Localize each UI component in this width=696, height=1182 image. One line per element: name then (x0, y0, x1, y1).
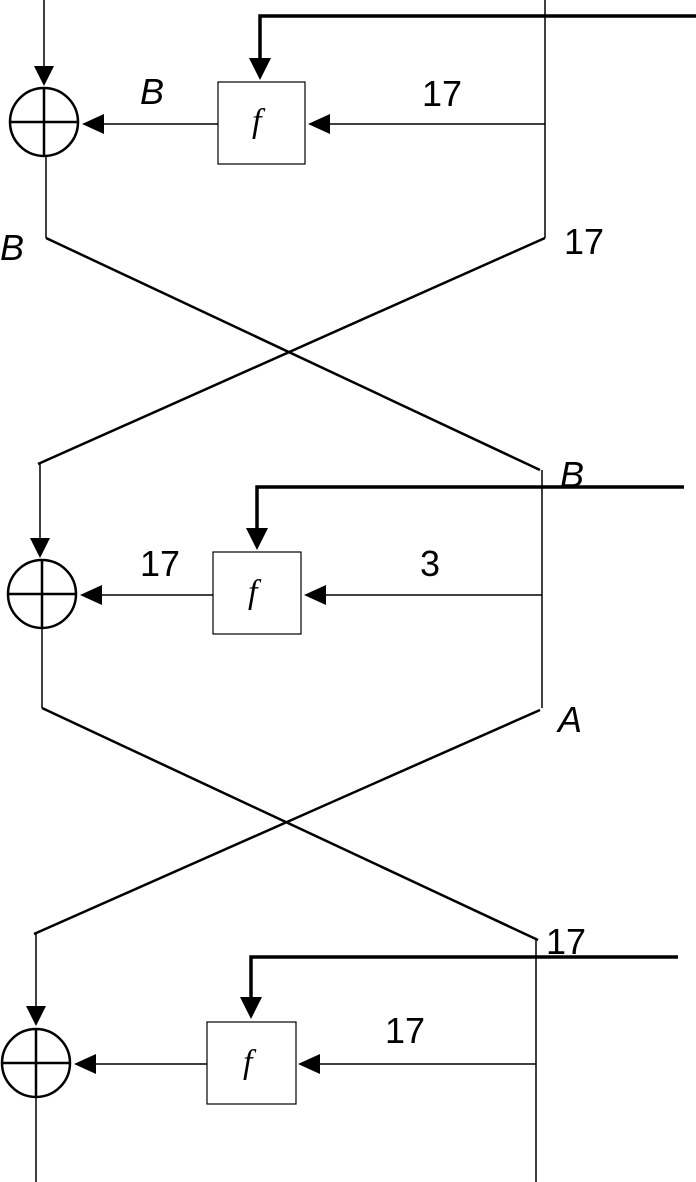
round-3-xor-input-arrow (26, 1006, 46, 1026)
round-2-cross-line-a (41, 706, 539, 942)
round-2-input-label: 3 (420, 543, 440, 584)
round-3-f-box (206, 1021, 297, 1105)
round-1-left-out-label: B (0, 227, 24, 268)
round-2-left-in-label: B (560, 454, 584, 495)
round-1-key-arrow (249, 58, 271, 80)
round-2-xor-input-arrow (30, 538, 50, 558)
round-1-f-box (217, 81, 306, 165)
round-2-output-label: 17 (140, 543, 180, 584)
round-2-key-line (255, 485, 684, 530)
round-1-cross-line-a (45, 236, 541, 472)
round-2-f-output-arrow (80, 585, 102, 605)
round-2-cross-line-b (33, 708, 541, 936)
round-2-right-out-label: A (556, 699, 582, 740)
round-2-xor-icon (6, 558, 78, 630)
round-3-xor-icon (0, 1027, 72, 1099)
round-1-output-label: B (140, 71, 164, 112)
round-3-f-output-arrow (74, 1054, 96, 1074)
round-2: 17 f 3 B A (6, 454, 684, 942)
round-3-key-arrow (240, 997, 262, 1019)
round-1-right-out-label: 17 (564, 221, 604, 262)
round-1-cross-line-b (37, 236, 546, 466)
round-3-left-in-label: 17 (546, 921, 586, 962)
round-3-right-input-arrow (298, 1054, 320, 1074)
round-2-f-box (212, 551, 302, 635)
round-2-right-input-arrow (304, 585, 326, 605)
round-1: B f 17 B 17 (0, 0, 696, 472)
round-1-xor-input-arrow (34, 66, 54, 86)
round-1-key-line (258, 14, 696, 60)
round-2-key-arrow (246, 528, 268, 550)
round-3: f 17 17 (0, 921, 678, 1182)
round-1-f-output-arrow (82, 114, 104, 134)
round-1-xor-icon (8, 86, 80, 158)
round-1-right-input-arrow (308, 114, 330, 134)
round-3-input-label: 17 (385, 1010, 425, 1051)
round-3-key-line (249, 955, 678, 999)
round-1-input-label: 17 (422, 73, 462, 114)
